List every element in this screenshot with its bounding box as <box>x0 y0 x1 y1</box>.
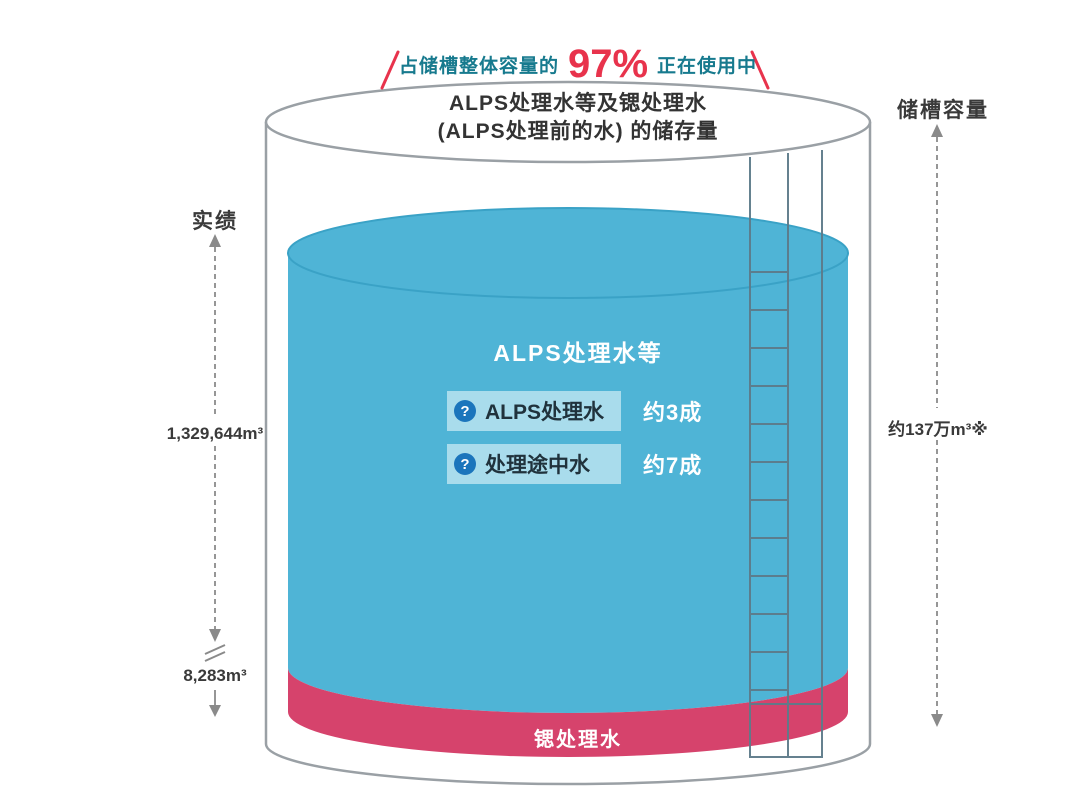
question-mark-icon: ? <box>454 400 476 422</box>
usage-note: 占储槽整体容量的 97% 正在使用中 <box>298 38 858 90</box>
legend-pill: ? 处理途中水 <box>447 444 621 484</box>
capacity-value: 约137万m³※ <box>888 420 988 439</box>
tank-title-line2: (ALPS处理前的水) 的储存量 <box>437 120 719 144</box>
small-volume-value: 8,283m³ <box>183 666 247 685</box>
legend-row-alps-water: ? ALPS处理水 约3成 <box>447 391 702 431</box>
left-measure-line <box>204 234 226 717</box>
ladder <box>749 150 823 758</box>
legend-row-in-process-water: ? 处理途中水 约7成 <box>447 444 702 484</box>
left-axis-label: 实绩 <box>192 210 238 233</box>
arrow-up-icon <box>931 124 943 137</box>
water-legend: ? ALPS处理水 约3成 ? 处理途中水 约7成 <box>447 391 702 484</box>
emphasis-marks <box>380 50 770 90</box>
usage-suffix: 正在使用中 <box>657 55 758 77</box>
arrow-down-icon <box>209 629 221 642</box>
strontium-band <box>288 668 848 757</box>
legend-value: 约7成 <box>643 453 703 478</box>
water-label: ALPS处理水等 <box>493 340 663 366</box>
outer-tank-shell <box>264 80 872 786</box>
right-measure-line <box>931 124 943 727</box>
arrow-down-icon <box>209 705 221 717</box>
question-mark-icon: ? <box>454 453 476 475</box>
outer-tank-top-ellipse <box>264 80 872 164</box>
legend-label: ALPS处理水 <box>485 401 605 424</box>
arrow-up-icon <box>209 234 221 247</box>
usage-prefix: 占储槽整体容量的 <box>398 55 559 77</box>
tank-title-line1: ALPS处理水等及锶处理水 <box>448 92 707 115</box>
legend-label: 处理途中水 <box>485 454 590 477</box>
strontium-label: 锶处理水 <box>534 729 622 751</box>
tank-title: ALPS处理水等及锶处理水 (ALPS处理前的水) 的储存量 <box>318 90 838 147</box>
main-volume-value: 1,329,644m³ <box>166 424 264 443</box>
right-axis-label: 储槽容量 <box>897 99 989 122</box>
legend-pill: ? ALPS处理水 <box>447 391 621 431</box>
usage-percent: 97% <box>567 42 649 86</box>
legend-value: 约3成 <box>643 400 703 425</box>
arrow-down-icon <box>931 714 943 727</box>
